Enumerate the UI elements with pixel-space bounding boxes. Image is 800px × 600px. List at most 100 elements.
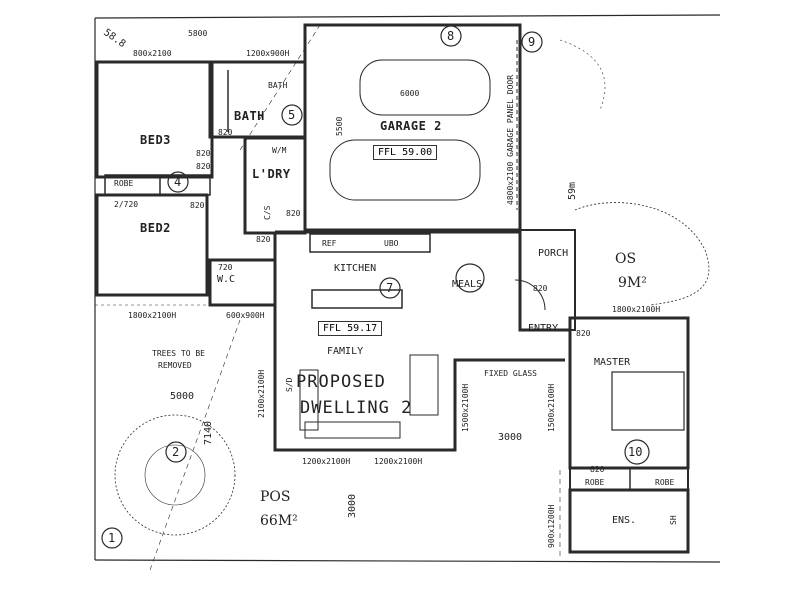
note-trees-1: TREES TO BE — [152, 349, 205, 358]
title-dwelling: DWELLING 2 — [300, 398, 413, 418]
dim-800x2100: 800x2100 — [133, 49, 172, 58]
family-walls — [273, 232, 565, 452]
room-label-bath: BATH — [234, 109, 265, 123]
room-label-entry: ENTRY — [528, 323, 559, 334]
label-sh: SH — [669, 515, 678, 525]
dim-2-720: 2/720 — [114, 200, 139, 209]
site-boundary-top — [94, 14, 721, 19]
dim-820-g: 820 — [533, 284, 548, 293]
bath-walls — [208, 60, 307, 139]
tree-canopy-2 — [574, 202, 710, 306]
kitchen-bench — [309, 233, 431, 253]
sofa-right — [409, 354, 439, 416]
marker-9: 9 — [528, 35, 536, 49]
marker-1-circle — [101, 527, 123, 549]
room-label-porch: PORCH — [538, 248, 569, 259]
marker-2-circle — [165, 441, 187, 463]
dim-820-a: 820 — [218, 128, 233, 137]
porch-walls — [519, 229, 576, 331]
dim-3000-b: 3000 — [347, 493, 358, 518]
bed2-walls — [95, 193, 209, 297]
dim-820-i: 820 — [590, 465, 605, 474]
room-label-laundry: L'DRY — [252, 167, 291, 181]
dim-1800x2100-right: 1800x2100H — [612, 305, 661, 314]
marker-4-circle — [167, 171, 189, 193]
kitchen-wall — [275, 230, 570, 332]
sofa-left — [299, 369, 319, 431]
dim-1800x2100-left: 1800x2100H — [128, 311, 177, 320]
label-sd: S/D — [285, 377, 294, 392]
marker-8: 8 — [447, 29, 455, 43]
dim-820-d: 820 — [190, 201, 205, 210]
dim-6000: 6000 — [400, 89, 420, 98]
room-label-bed3: BED3 — [140, 133, 171, 147]
master-bed — [611, 371, 685, 431]
label-os: OS — [615, 251, 637, 267]
dim-720: 720 — [218, 263, 233, 272]
dim-820-c: 820 — [196, 162, 211, 171]
robe-left-walls — [104, 174, 211, 196]
room-label-robe-left: ROBE — [114, 179, 134, 188]
label-ref: REF — [322, 239, 337, 248]
marker-9-circle — [521, 31, 543, 53]
dim-600x900: 600x900H — [226, 311, 265, 320]
dim-1500x2100-a: 1500x2100H — [461, 383, 470, 432]
dim-3000-a: 3000 — [498, 432, 523, 443]
label-pos: POS — [260, 489, 291, 505]
dim-7140: 7140 — [203, 420, 214, 445]
dim-820-e: 820 — [256, 235, 271, 244]
dim-820-b: 820 — [196, 149, 211, 158]
marker-8-circle — [440, 25, 462, 47]
marker-7: 7 — [386, 281, 394, 295]
ensuite-walls — [568, 488, 690, 554]
label-os-area: 9M² — [618, 275, 647, 291]
level-site: 59m — [567, 181, 578, 200]
dim-2100x2100: 2100x2100H — [257, 369, 266, 418]
note-trees-2: REMOVED — [158, 361, 192, 370]
marker-10-circle — [624, 439, 650, 465]
label-ubo: UBO — [384, 239, 399, 248]
room-label-robe-right-2: ROBE — [655, 478, 675, 487]
dim-1200x2100-a: 1200x2100H — [302, 457, 351, 466]
dim-1200x900: 1200x900H — [246, 49, 290, 58]
room-label-kitchen: KITCHEN — [334, 263, 377, 274]
sofa-bottom — [304, 421, 401, 439]
dim-4800x2100: 4800x2100 GARAGE PANEL DOOR — [506, 74, 515, 205]
garage-walls — [303, 23, 522, 232]
car-2 — [329, 139, 481, 201]
label-pos-area: 66M² — [260, 513, 298, 529]
room-label-bed2: BED2 — [140, 221, 171, 235]
dim-820-f: 820 — [286, 209, 301, 218]
marker-1: 1 — [108, 531, 116, 545]
room-label-robe-right-1: ROBE — [585, 478, 605, 487]
marker-10: 10 — [628, 445, 643, 459]
label-cs: C/S — [263, 205, 272, 220]
dim-5000: 5000 — [170, 391, 195, 402]
room-label-bath-small: BATH — [268, 81, 288, 90]
tree-canopy-1 — [114, 414, 236, 536]
dim-5500: 5500 — [335, 116, 344, 136]
marker-5-circle — [281, 104, 303, 126]
room-label-family: FAMILY — [327, 346, 364, 357]
marker-5: 5 — [288, 108, 296, 122]
marker-4: 4 — [174, 175, 182, 189]
marker-2: 2 — [172, 445, 180, 459]
site-boundary-bottom — [94, 559, 721, 563]
level-ffl-garage: FFL 59.00 — [373, 145, 438, 160]
meals-table — [455, 263, 485, 293]
room-label-garage: GARAGE 2 — [380, 119, 442, 133]
car-1 — [359, 59, 491, 116]
room-label-master: MASTER — [594, 357, 631, 368]
room-label-ens: ENS. — [612, 515, 637, 526]
marker-7-circle — [379, 277, 401, 299]
label-wm: W/M — [272, 146, 287, 155]
label-fixed-glass: FIXED GLASS — [484, 369, 537, 378]
dim-1500x2100-b: 1500x2100H — [547, 383, 556, 432]
room-label-meals: MEALS — [452, 279, 483, 290]
title-proposed: PROPOSED — [296, 372, 386, 392]
dim-900x1200: 900x1200H — [547, 504, 556, 548]
dim-1200x2100-b: 1200x2100H — [374, 457, 423, 466]
room-label-wc: W.C — [217, 274, 236, 285]
bed3-walls — [95, 60, 214, 179]
